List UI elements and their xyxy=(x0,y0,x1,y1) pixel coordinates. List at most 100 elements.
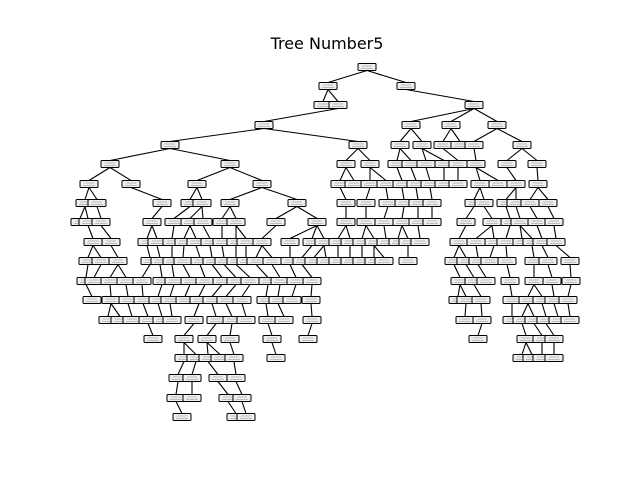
tree-node xyxy=(226,374,246,382)
tree-edge xyxy=(506,167,517,181)
tree-edge xyxy=(477,264,487,278)
tree-node xyxy=(220,335,240,343)
tree-edge xyxy=(529,187,539,200)
tree-edge xyxy=(310,303,313,317)
tree-edge xyxy=(235,264,251,278)
tree-edge xyxy=(401,225,409,239)
tree-edge xyxy=(531,245,535,258)
tree-edge xyxy=(339,167,347,181)
tree-node xyxy=(412,141,432,149)
tree-edge xyxy=(88,187,98,200)
tree-edge xyxy=(505,225,511,239)
tree-node-box xyxy=(497,257,517,265)
tree-edge xyxy=(147,323,154,336)
tree-node xyxy=(302,277,322,285)
tree-edge xyxy=(327,89,339,102)
tree-node xyxy=(374,218,394,226)
tree-edge xyxy=(206,342,221,355)
tree-edge xyxy=(567,284,572,297)
tree-node xyxy=(121,180,141,188)
tree-edge xyxy=(169,127,265,143)
tree-edge xyxy=(316,225,325,239)
tree-node xyxy=(166,394,186,402)
tree-node xyxy=(193,218,213,226)
tree-edge xyxy=(521,148,538,161)
tree-edge xyxy=(109,264,119,278)
tree-node-box xyxy=(336,218,356,226)
tree-node-box xyxy=(318,82,338,90)
tree-node-box xyxy=(482,218,502,226)
tree-edge xyxy=(536,167,539,181)
tree-edge xyxy=(92,245,102,258)
tree-node-box xyxy=(546,238,566,246)
tree-node xyxy=(143,335,163,343)
tree-node xyxy=(160,141,180,149)
tree-node-box xyxy=(448,180,468,188)
tree-node xyxy=(538,257,558,265)
tree-node-box xyxy=(392,218,412,226)
tree-node-box xyxy=(174,335,194,343)
tree-node xyxy=(100,160,120,168)
tree-edge xyxy=(322,89,329,102)
tree-edge xyxy=(547,264,553,278)
tree-edge xyxy=(229,323,233,336)
tree-node xyxy=(318,82,338,90)
tree-edge xyxy=(93,264,102,278)
tree-edge xyxy=(509,284,513,297)
tree-edge xyxy=(289,264,297,278)
tree-node-box xyxy=(390,141,410,149)
tree-node xyxy=(266,354,286,362)
tree-node-box xyxy=(182,394,202,402)
tree-node xyxy=(192,199,212,207)
tree-edge xyxy=(399,148,412,161)
tree-node-box xyxy=(538,199,558,207)
tree-node-box xyxy=(162,316,182,324)
tree-edge xyxy=(261,186,298,201)
tree-edge xyxy=(373,245,385,258)
tree-node-box xyxy=(226,374,246,382)
tree-node-box xyxy=(266,354,286,362)
tree-node-box xyxy=(336,199,356,207)
tree-node-box xyxy=(252,238,272,246)
tree-node-box xyxy=(232,394,252,402)
tree-node xyxy=(396,82,416,90)
tree-edge xyxy=(265,284,269,297)
tree-edge xyxy=(142,303,149,317)
tree-edge xyxy=(211,303,217,317)
tree-edge xyxy=(221,245,225,258)
tree-node-box xyxy=(83,238,103,246)
tree-node xyxy=(232,296,252,304)
tree-edge xyxy=(100,225,112,239)
tree-edge xyxy=(442,128,452,142)
tree-edge xyxy=(271,342,277,355)
tree-node xyxy=(544,335,564,343)
tree-node-box xyxy=(524,277,544,285)
tree-edge xyxy=(291,284,297,297)
tree-node-box xyxy=(220,160,240,168)
tree-node-box xyxy=(471,296,491,304)
tree-edge xyxy=(529,206,538,219)
tree-node xyxy=(336,160,356,168)
tree-edge xyxy=(521,323,527,336)
tree-edge xyxy=(369,167,387,181)
tree-edge xyxy=(458,225,467,239)
tree-edge xyxy=(221,206,231,219)
tree-edge xyxy=(289,225,318,239)
tree-edge xyxy=(193,303,200,317)
tree-node-box xyxy=(360,160,380,168)
tree-edge xyxy=(211,284,223,297)
tree-node-box xyxy=(282,296,302,304)
tree-node xyxy=(142,218,162,226)
tree-edge xyxy=(84,206,89,219)
tree-node xyxy=(544,354,564,362)
tree-node-box xyxy=(274,316,294,324)
tree-edge xyxy=(567,303,571,317)
tree-edge xyxy=(475,167,499,181)
tree-node xyxy=(206,316,226,324)
tree-edge xyxy=(521,342,527,355)
tree-node xyxy=(91,257,111,265)
tree-edge xyxy=(127,303,133,317)
tree-node xyxy=(464,141,484,149)
tree-edge xyxy=(506,148,523,161)
